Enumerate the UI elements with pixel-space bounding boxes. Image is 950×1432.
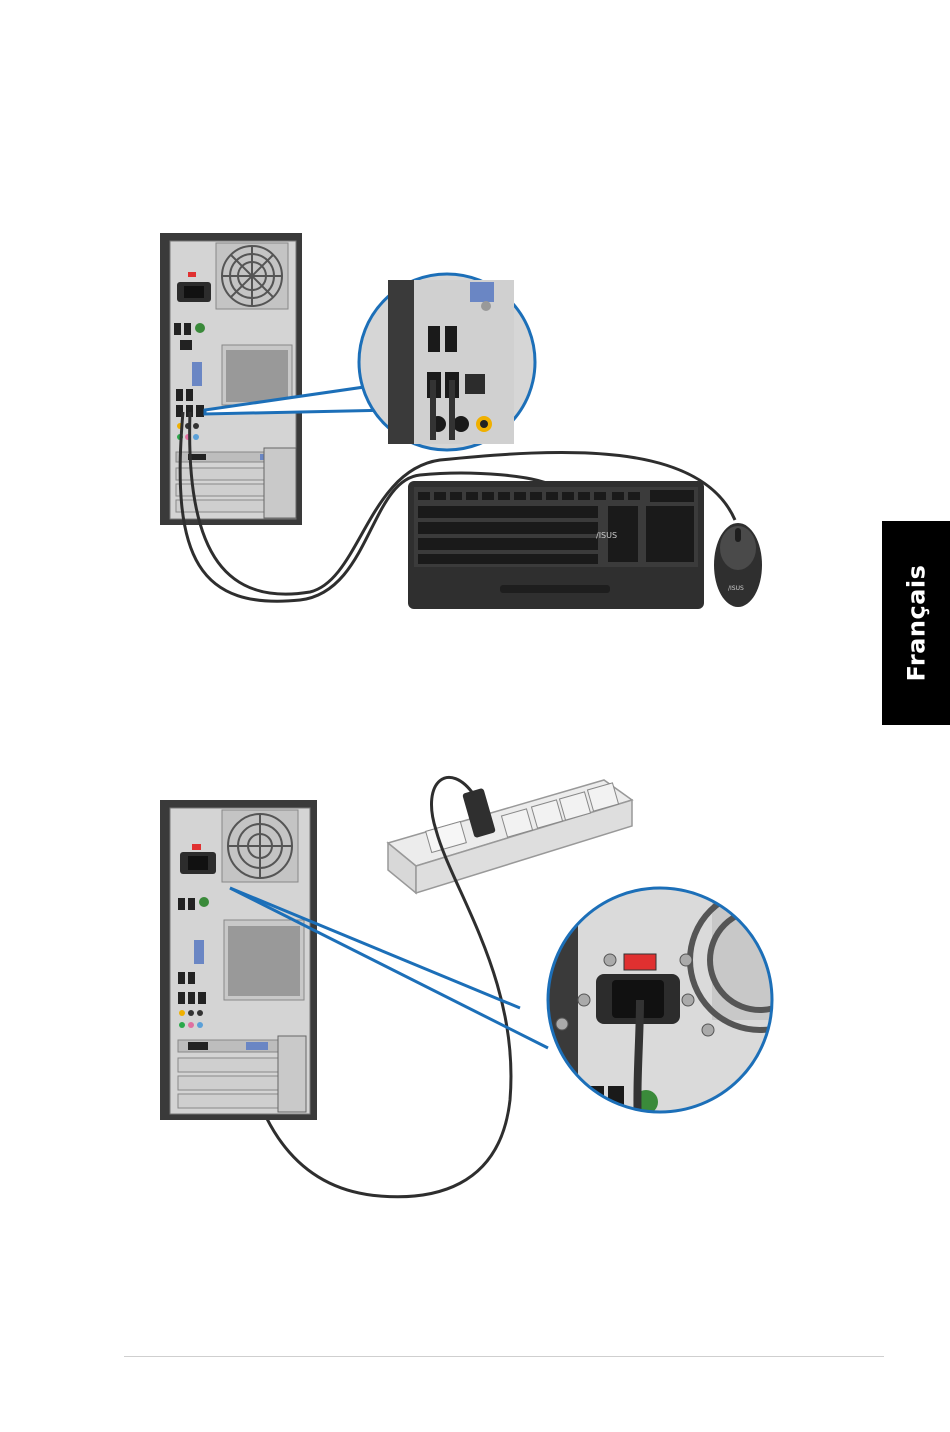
mouse-illustration: /ISUS <box>714 523 762 607</box>
psu-fan-2 <box>222 810 298 882</box>
expansion-slots-2 <box>178 1036 306 1112</box>
keyboard-brand: /ISUS <box>596 531 617 540</box>
power-callout-lines <box>230 888 548 1048</box>
keyboard-illustration: /ISUS <box>408 481 704 609</box>
psu-fan-1 <box>216 243 288 309</box>
power-cord-upper <box>247 777 511 1196</box>
power-socket-2 <box>180 844 216 874</box>
footer-rule <box>124 1356 884 1357</box>
language-label: Français <box>902 565 930 682</box>
power-strip <box>388 780 632 893</box>
keyboard-mouse-figure: /ISUS /ISUS <box>0 0 950 700</box>
mouse-brand: /ISUS <box>728 585 744 592</box>
tower-rear-2 <box>160 800 317 1120</box>
power-socket-callout <box>548 880 830 1130</box>
vent-1 <box>222 345 292 405</box>
io-ports-2 <box>178 897 209 1028</box>
vent-2 <box>224 920 304 1000</box>
language-side-tab: Français <box>882 521 950 725</box>
